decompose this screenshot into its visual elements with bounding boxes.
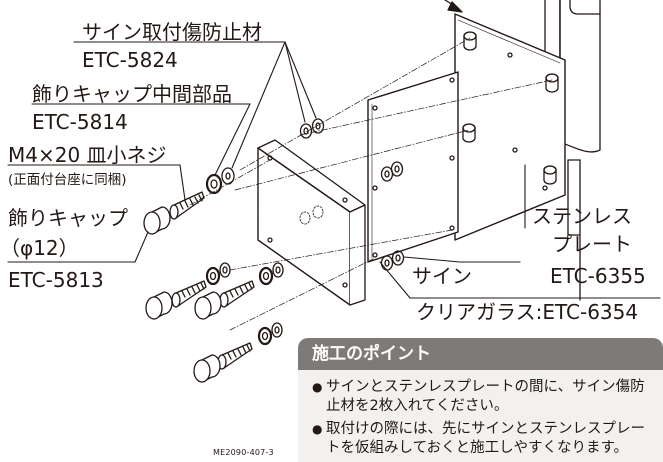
document-id: ME2090-407-3 bbox=[213, 448, 274, 457]
screw bbox=[217, 342, 253, 370]
decorative-cap-icons bbox=[143, 206, 222, 383]
cap-code: ETC-5813 bbox=[8, 268, 104, 292]
glass-label: クリアガラス:ETC-6354 bbox=[416, 300, 639, 324]
steel-plate-label-line1: ステンレス bbox=[532, 204, 632, 228]
decorative-cap bbox=[143, 206, 171, 235]
tip-text: 取付けの際には、先にサインとステンレスプレートを仮組みしておくと施工しやすくなり… bbox=[326, 421, 645, 456]
stainless-plate bbox=[454, 13, 566, 241]
steel-plate-code: ETC-6355 bbox=[550, 264, 646, 288]
middle-part-code: ETC-5814 bbox=[32, 110, 128, 134]
bullet-icon: ● bbox=[312, 380, 323, 394]
screw bbox=[219, 280, 255, 308]
tips-title: 施工のポイント bbox=[298, 338, 663, 370]
tips-list: ● サインとステンレスプレートの間に、サイン傷防止材を2枚入れてください。 ● … bbox=[298, 370, 663, 458]
cap-name: 飾りキャップ bbox=[8, 206, 128, 230]
sign-board bbox=[257, 139, 366, 306]
cap-size: （φ12） bbox=[0, 236, 79, 260]
tip-item: ● サインとステンレスプレートの間に、サイン傷防止材を2枚入れてください。 bbox=[312, 378, 653, 416]
plate-spacer bbox=[463, 31, 477, 51]
plate-spacer bbox=[462, 123, 476, 143]
sign-hole-markers bbox=[299, 205, 324, 225]
screw-name: M4×20 皿小ネジ bbox=[8, 143, 167, 167]
protector-name: サイン取付傷防止材 bbox=[82, 20, 262, 44]
arrow-icon bbox=[444, 0, 463, 13]
cap-middle-parts bbox=[205, 167, 284, 346]
tip-item: ● 取付けの際には、先にサインとステンレスプレートを仮組みしておくと施工しやすく… bbox=[312, 420, 653, 458]
protector-code: ETC-5824 bbox=[82, 48, 178, 72]
plate-spacer bbox=[545, 73, 559, 93]
decorative-cap bbox=[194, 291, 222, 320]
leader-lines bbox=[7, 41, 661, 299]
decorative-cap bbox=[193, 354, 221, 383]
clear-glass bbox=[367, 71, 459, 263]
sign-label: サイン bbox=[412, 264, 472, 288]
middle-part-name: 飾りキャップ中間部品 bbox=[32, 82, 232, 106]
screw-icons bbox=[169, 191, 255, 370]
bullet-icon: ● bbox=[312, 422, 323, 436]
installation-tips-box: 施工のポイント ● サインとステンレスプレートの間に、サイン傷防止材を2枚入れて… bbox=[298, 338, 663, 462]
center-lines bbox=[189, 37, 553, 331]
tip-text: サインとステンレスプレートの間に、サイン傷防止材を2枚入れてください。 bbox=[326, 379, 645, 414]
screw-note: (正面付台座に同梱) bbox=[8, 172, 127, 188]
screw bbox=[169, 191, 205, 220]
plate-spacer bbox=[543, 165, 557, 185]
steel-plate-label-line2: プレート bbox=[552, 232, 632, 256]
decorative-cap bbox=[145, 291, 173, 320]
screw bbox=[171, 280, 207, 308]
